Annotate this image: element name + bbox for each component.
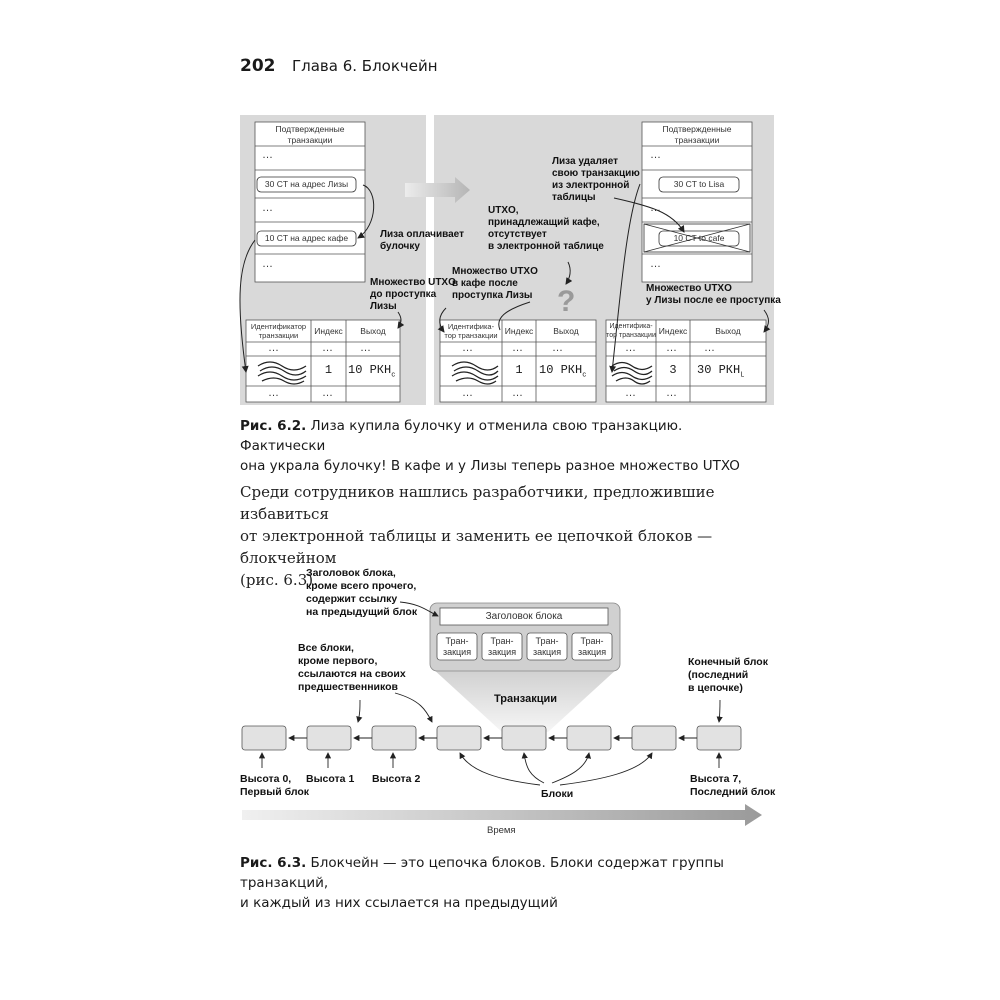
utxo-right-ellipsis: … [666, 387, 677, 399]
tx-box [571, 632, 613, 661]
figure-6-2-caption: Рис. 6.2. Лиза купила булочку и отменила… [240, 418, 740, 474]
tx-box [436, 632, 478, 661]
utxo-right-output: 30 РКНL [697, 363, 745, 380]
txid-scribble-icon [451, 361, 499, 385]
ledger-right-ellipsis: … [650, 149, 661, 161]
utxo-right-header-output: Выход [715, 326, 741, 336]
utxo-left-ellipsis: … [268, 342, 279, 354]
utxo-mid-ellipsis: … [512, 387, 523, 399]
utxo-left-ellipsis: … [322, 387, 333, 399]
utxo-left-output: 10 РКНc [348, 363, 396, 380]
zoom-funnel [432, 668, 618, 732]
ledger-right-tx2-struck: 10 CT to cafe [673, 233, 725, 243]
ledger-left-tx2: 10 CT на адрес кафе [264, 233, 349, 243]
block-3 [436, 725, 482, 751]
ledger-left [254, 121, 366, 283]
block-6 [631, 725, 677, 751]
question-mark: ? [557, 285, 575, 318]
label-blocks: Блоки [541, 788, 574, 800]
txid-scribble-icon [257, 361, 307, 385]
ledger-left-ellipsis: … [262, 149, 273, 161]
block-header-box [439, 607, 609, 626]
utxo-right-ellipsis: … [704, 342, 715, 354]
figure-6-3-caption: Рис. 6.3. Блокчейн — это цепочка блоков.… [240, 855, 724, 911]
page-number: 202 [240, 56, 276, 76]
utxo-left-index: 1 [324, 363, 333, 377]
utxo-mid-ellipsis: … [512, 342, 523, 354]
ledger-right-tx1: 30 CT to Lisa [673, 179, 725, 189]
utxo-left-ellipsis: … [322, 342, 333, 354]
utxo-right-header-index: Индекс [658, 326, 688, 336]
utxo-right-index: 3 [669, 363, 677, 377]
tx-label: Тран-закция [532, 636, 562, 657]
figure-6-2: ? [239, 115, 774, 405]
tx-box [481, 632, 523, 661]
block-1 [306, 725, 352, 751]
annotation-all-blocks: Все блоки,кроме первого,ссылаются на сво… [298, 642, 406, 693]
utxo-left-header-output: Выход [360, 326, 386, 336]
ledger-left-ellipsis: … [262, 202, 273, 214]
ledger-right [641, 121, 753, 283]
utxo-table-left [245, 319, 401, 403]
block-0 [241, 725, 287, 751]
utxo-table-middle [439, 319, 597, 403]
utxo-mid-header-output: Выход [553, 326, 579, 336]
block-header-label: Заголовок блока [485, 611, 563, 622]
time-label: Время [487, 825, 516, 836]
transactions-label: Транзакции [494, 693, 558, 705]
ledger-left-ellipsis: … [262, 258, 273, 270]
block-7 [696, 725, 742, 751]
time-arrow [242, 804, 762, 826]
label-height-1: Высота 1 [306, 773, 355, 785]
utxo-right-ellipsis: … [625, 342, 636, 354]
utxo-mid-index: 1 [515, 363, 523, 377]
utxo-mid-header-index: Индекс [504, 326, 534, 336]
utxo-mid-header-id: Идентифика-тор транзакции [444, 322, 498, 340]
label-height-2: Высота 2 [372, 773, 421, 785]
utxo-left-ellipsis: … [268, 387, 279, 399]
utxo-mid-ellipsis: … [462, 342, 473, 354]
ledger-right-ellipsis: … [650, 258, 661, 270]
utxo-mid-ellipsis: … [552, 342, 563, 354]
utxo-left-ellipsis: … [360, 342, 371, 354]
utxo-right-ellipsis: … [625, 387, 636, 399]
utxo-mid-ellipsis: … [462, 387, 473, 399]
chapter-title: Глава 6. Блокчейн [292, 57, 438, 75]
transition-arrow [405, 177, 470, 203]
caption-label: Рис. 6.3. [240, 855, 307, 871]
utxo-right-header-id: Идентифика-тор транзакции [606, 323, 656, 339]
tx-label: Тран-закция [577, 636, 607, 657]
utxo-right-ellipsis: … [666, 342, 677, 354]
label-height-7: Высота 7,Последний блок [690, 773, 776, 798]
utxo-table-right [605, 319, 767, 403]
txid-scribble-icon [611, 361, 653, 385]
ledger-left-tx1: 30 CT на адрес Лизы [264, 179, 349, 189]
annotation-block-header: Заголовок блока,кроме всего прочего,соде… [306, 567, 418, 618]
tx-label: Тран-закция [442, 636, 472, 657]
label-height-0: Высота 0,Первый блок [240, 773, 310, 798]
chain-blocks [241, 725, 742, 751]
utxo-left-header-index: Индекс [314, 326, 343, 336]
body-paragraph: Среди сотрудников нашлись разработчики, … [240, 483, 715, 589]
tx-label: Тран-закция [487, 636, 517, 657]
ledger-right-ellipsis: … [650, 202, 661, 214]
caption-label: Рис. 6.2. [240, 418, 307, 434]
block-4 [501, 725, 547, 751]
block-5 [566, 725, 612, 751]
tx-box [526, 632, 568, 661]
utxo-mid-output: 10 РКНc [539, 363, 587, 380]
block-2 [371, 725, 417, 751]
cross-line-2 [643, 223, 751, 253]
